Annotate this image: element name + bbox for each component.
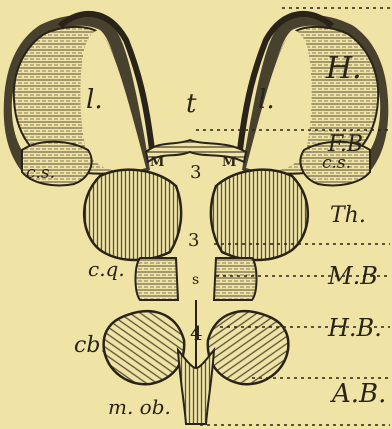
label-cb: cb.	[74, 333, 107, 358]
label-4: 4	[190, 321, 203, 345]
label-cq: c.q.	[88, 257, 125, 281]
region-label-ab: A.B.	[330, 379, 386, 409]
corpora-quadrigemina-right	[214, 258, 257, 300]
cerebellum-right	[208, 311, 289, 384]
label-cs-left: c.s.	[26, 163, 55, 183]
label-m-ob: m. ob.	[108, 395, 171, 419]
optic-thalamus-left	[84, 170, 181, 260]
cerebellum-left	[104, 311, 185, 384]
label-l-right: l.	[258, 85, 275, 115]
label-3-lower: 3	[188, 230, 199, 251]
label-t: t	[186, 89, 197, 119]
region-label-fb: F.B	[327, 132, 363, 157]
label-l-left: l.	[86, 85, 103, 115]
label-m-left: M	[150, 155, 164, 170]
region-label-mb: M.B	[327, 262, 378, 290]
label-3-upper: 3	[190, 162, 201, 183]
region-label-h: H.	[325, 51, 362, 86]
label-s: s	[192, 272, 199, 288]
label-m-right: M	[222, 155, 236, 170]
region-label-th: Th.	[330, 203, 366, 228]
optic-thalamus-right	[211, 170, 308, 260]
corpora-quadrigemina-left	[136, 258, 179, 300]
region-label-hb: H.B.	[327, 314, 382, 342]
